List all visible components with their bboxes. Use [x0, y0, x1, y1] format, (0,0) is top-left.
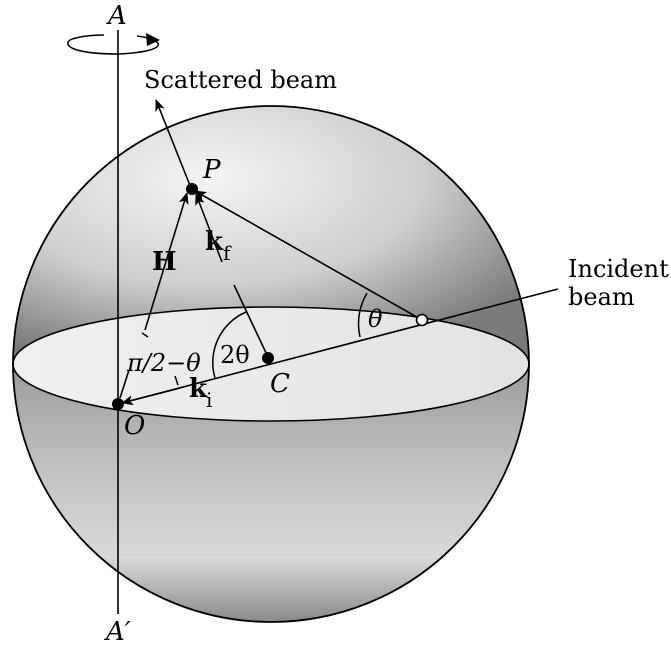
label-angle-two-theta: 2θ: [220, 341, 250, 369]
label-point-c: C: [270, 369, 290, 399]
label-scattered-beam: Scattered beam: [144, 66, 337, 94]
label-axis-top: A: [106, 1, 127, 31]
label-vector-ki-sub: i: [206, 388, 212, 412]
label-axis-bottom: A′: [104, 617, 131, 647]
label-incident-line1: Incident: [568, 255, 669, 283]
vector-kf-upper: [195, 193, 223, 263]
label-point-p: P: [202, 155, 221, 185]
sphere-lower-hemisphere: [13, 364, 529, 622]
sphere-outline: [12, 105, 530, 623]
angle-theta-arc: [357, 292, 368, 338]
label-vector-kf-sub: f: [223, 241, 232, 265]
incident-point-dot: [415, 313, 429, 327]
label-angle-theta: θ: [368, 305, 383, 333]
point-o-dot: [112, 398, 124, 410]
vector-ki: [121, 387, 181, 406]
vector-h-stub: [119, 369, 130, 399]
angle-pi-half-arc: [141, 332, 179, 386]
label-angle-pi-half: π/2−θ: [126, 349, 201, 377]
incident-beam-line: [117, 288, 559, 405]
label-vector-kf: k: [205, 227, 224, 257]
sphere: [12, 105, 530, 623]
point-c-dot: [262, 352, 274, 364]
label-incident-line2: beam: [568, 283, 635, 311]
point-p-dot: [186, 183, 198, 195]
label-vector-h: H: [152, 247, 177, 277]
vector-h: [144, 192, 189, 331]
rotation-arrow-icon: [67, 33, 160, 55]
scattered-beam-arrow: [155, 99, 192, 189]
vector-kf: [233, 284, 269, 358]
angle-two-theta-arc: [212, 311, 247, 379]
label-point-o: O: [124, 411, 145, 441]
incident-to-p-arrow: [194, 190, 423, 321]
label-vector-ki: k: [189, 374, 208, 404]
